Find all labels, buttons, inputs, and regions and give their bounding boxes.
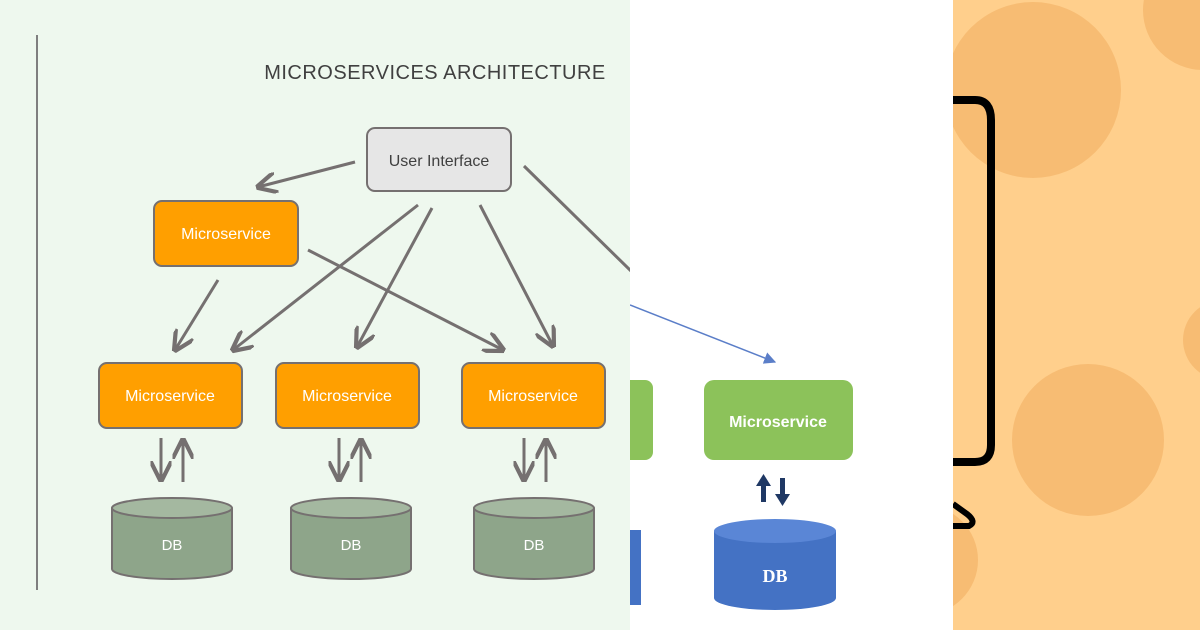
green-microservice-label: Microservice (729, 414, 827, 431)
left-diagram-panel: MICROSERVICES ARCHITECTURE User Interfac… (0, 0, 630, 630)
user-interface-box: User Interface (366, 127, 512, 192)
curly-bracket (953, 96, 995, 466)
db-cylinder-3: DB (473, 497, 595, 580)
microservice-3-label: Microservice (488, 388, 578, 405)
arrow-ui-to-ms3 (478, 204, 553, 346)
middle-diagram-canvas: Microservice DB (630, 304, 853, 610)
db-link-arrows (161, 438, 546, 482)
decor-blob (1183, 307, 1200, 373)
partial-microservice-box (630, 380, 653, 460)
db-cylinder-1: DB (111, 497, 233, 580)
microservice-2-label: Microservice (302, 388, 392, 405)
arrow-ms-top-to-ms1 (175, 279, 220, 350)
navy-up-down-arrows (756, 474, 790, 506)
middle-diagram-panel: Microservice DB (630, 0, 953, 630)
arrow-ui-to-right (522, 164, 630, 273)
db-3-label: DB (524, 537, 545, 554)
arrow-ui-to-ms-top (258, 160, 356, 187)
arrow-ms-top-to-ms3 (307, 248, 503, 350)
diagram-title: MICROSERVICES ARCHITECTURE (264, 62, 606, 84)
decor-blob (953, 513, 978, 607)
arrow-ui-to-ms1 (233, 203, 419, 350)
microservice-box-2: Microservice (275, 362, 420, 429)
microservice-box-3: Microservice (461, 362, 606, 429)
connector-arrows (175, 160, 630, 350)
db-1-label: DB (162, 537, 183, 554)
bracket-tail (953, 501, 976, 529)
microservice-top-label: Microservice (181, 226, 271, 243)
microservice-box-1: Microservice (98, 362, 243, 429)
partial-db-cylinder (630, 530, 641, 605)
arrow-ui-to-ms2 (357, 207, 434, 347)
decor-blob (1012, 364, 1164, 516)
decor-blob (953, 2, 1121, 178)
db-cylinder-2: DB (290, 497, 412, 580)
blue-db-label: DB (762, 566, 787, 586)
blue-arrow-to-microservice (630, 304, 777, 364)
right-decorative-canvas (953, 0, 1200, 607)
decor-blob (1143, 0, 1200, 70)
db-2-label: DB (341, 537, 362, 554)
left-diagram-canvas: MICROSERVICES ARCHITECTURE User Interfac… (36, 35, 630, 590)
microservice-1-label: Microservice (125, 388, 215, 405)
right-decorative-panel (953, 0, 1200, 630)
user-interface-label: User Interface (389, 153, 490, 170)
microservice-box-top: Microservice (153, 200, 299, 267)
green-microservice-box: Microservice (704, 380, 853, 460)
blue-db-cylinder: DB (714, 519, 836, 610)
